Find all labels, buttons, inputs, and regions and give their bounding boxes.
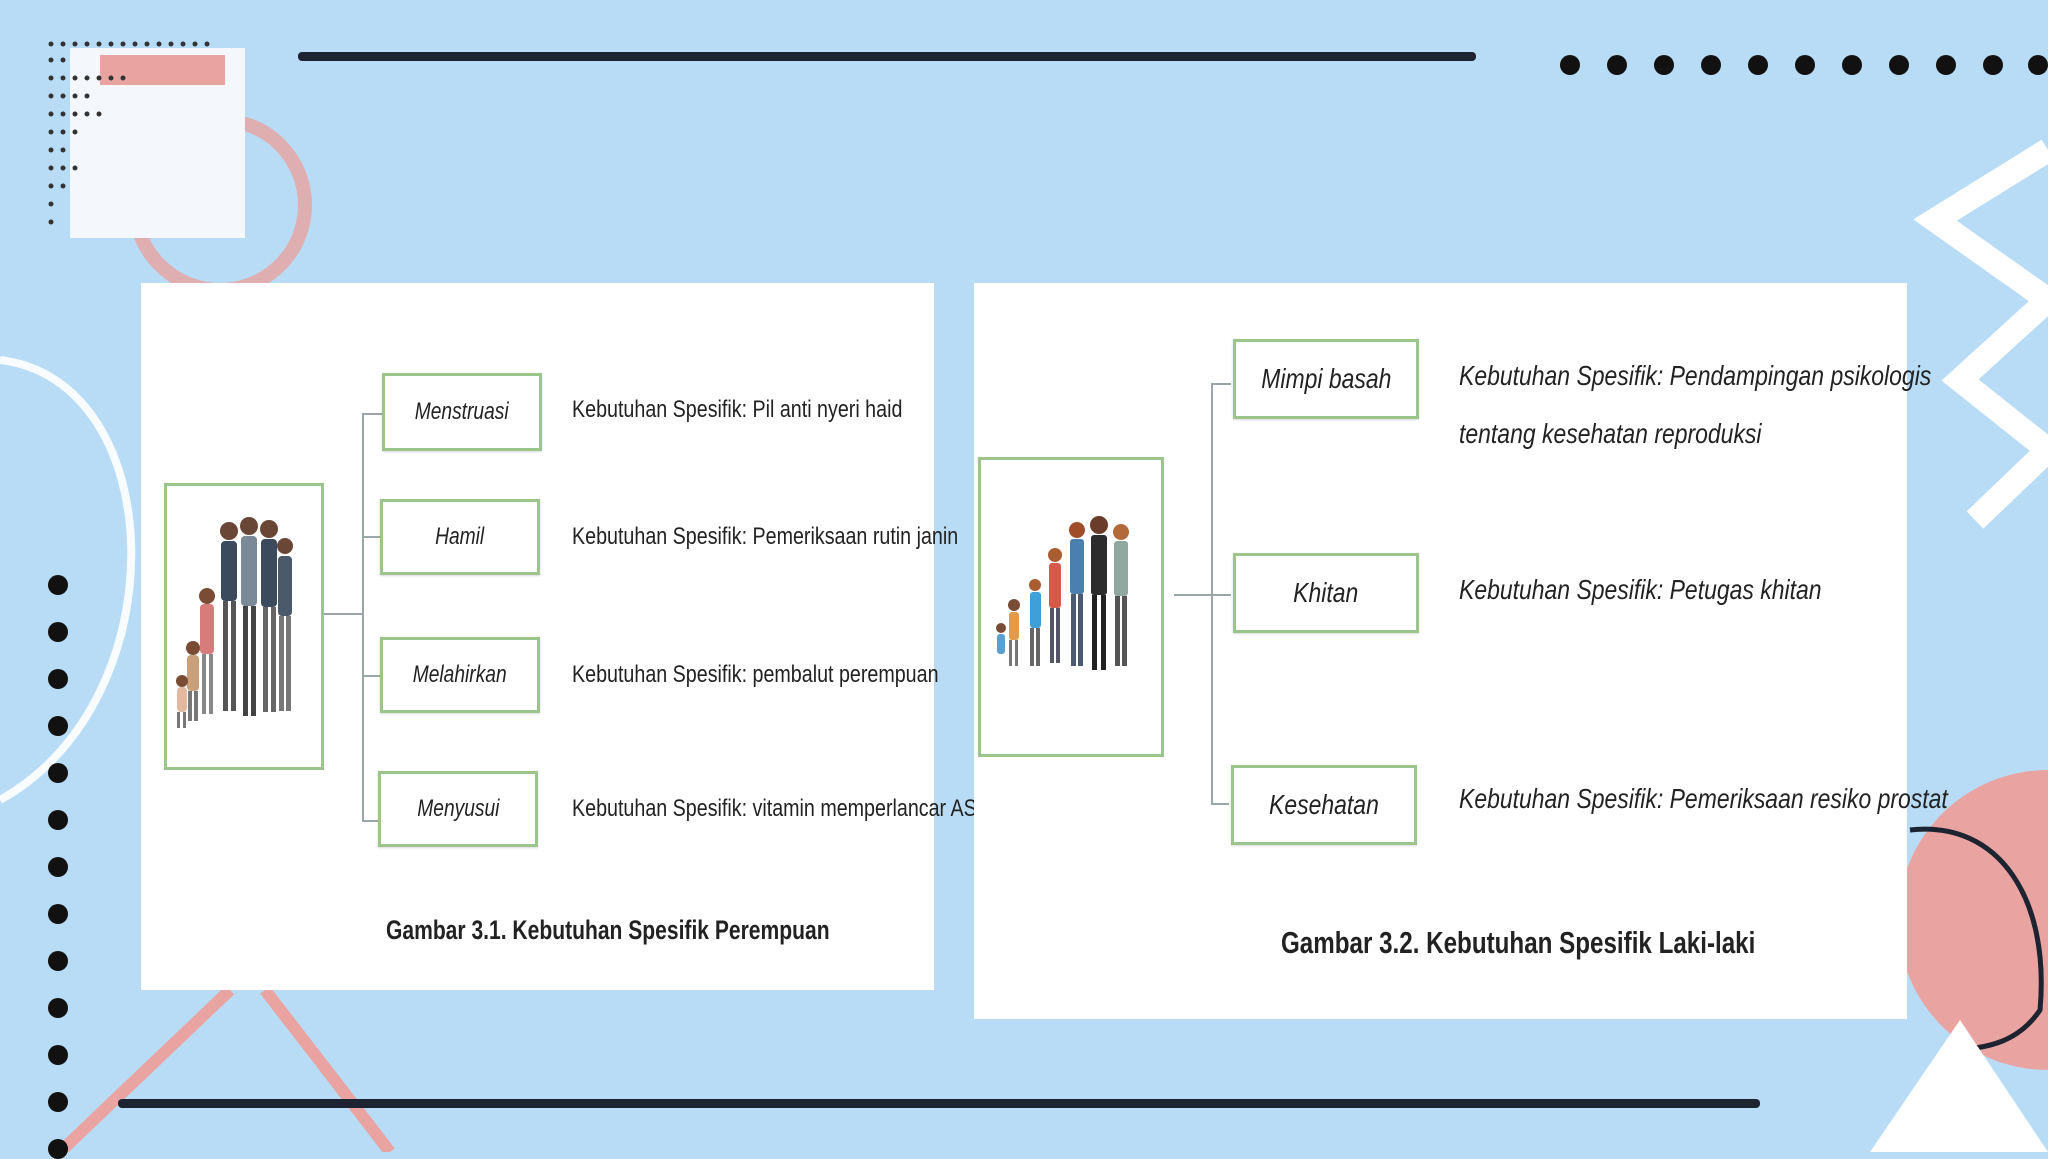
women-illustration	[164, 483, 324, 770]
node-hamil: Hamil	[380, 499, 540, 575]
desc-menyusui: Kebutuhan Spesifik: vitamin memperlancar…	[572, 795, 983, 822]
women-figures-icon	[176, 517, 293, 728]
node-label: Hamil	[435, 523, 485, 550]
connector-branch-2	[1211, 594, 1231, 596]
node-khitan: Khitan	[1233, 553, 1419, 633]
men-figures-icon	[996, 516, 1129, 670]
connector-branch-2	[362, 536, 380, 538]
desc-melahirkan: Kebutuhan Spesifik: pembalut perempuan	[572, 661, 939, 688]
desc-menstruasi: Kebutuhan Spesifik: Pil anti nyeri haid	[572, 396, 903, 423]
desc-khitan: Kebutuhan Spesifik: Petugas khitan	[1459, 574, 1822, 605]
top-right-dot-row	[1560, 55, 2048, 79]
connector-vertical	[1211, 383, 1213, 803]
node-melahirkan: Melahirkan	[380, 637, 540, 713]
left-dot-column	[48, 575, 72, 1159]
node-label: Khitan	[1293, 577, 1359, 608]
connector-branch-4	[362, 820, 378, 822]
top-decorative-line	[298, 52, 1476, 61]
node-label: Kesehatan	[1269, 789, 1379, 820]
node-menstruasi: Menstruasi	[382, 373, 542, 451]
men-illustration	[978, 457, 1164, 757]
desc-hamil: Kebutuhan Spesifik: Pemeriksaan rutin ja…	[572, 523, 959, 550]
figure-perempuan-panel: Menstruasi Hamil Melahirkan Menyusui Keb…	[141, 283, 982, 990]
node-mimpi-basah: Mimpi basah	[1233, 339, 1419, 419]
node-label: Menyusui	[416, 795, 500, 822]
desc-mimpi-basah-line2: tentang kesehatan reproduksi	[1459, 418, 1762, 449]
node-label: Mimpi basah	[1260, 363, 1392, 394]
figure-caption-laki-laki: Gambar 3.2. Kebutuhan Spesifik Laki-laki	[1281, 925, 1756, 960]
connector-branch-3	[1211, 803, 1229, 805]
figure-laki-laki-panel: Mimpi basah Khitan Kesehatan Kebutuhan S…	[974, 283, 1948, 1019]
node-kesehatan: Kesehatan	[1231, 765, 1417, 845]
connector-branch-3	[362, 675, 380, 677]
node-label: Menstruasi	[415, 398, 509, 425]
node-label: Melahirkan	[413, 661, 507, 688]
connector-trunk	[1174, 594, 1212, 596]
bottom-decorative-line	[118, 1099, 1760, 1108]
desc-mimpi-basah-line1: Kebutuhan Spesifik: Pendampingan psikolo…	[1459, 360, 1932, 391]
desc-kesehatan: Kebutuhan Spesifik: Pemeriksaan resiko p…	[1459, 783, 1948, 814]
connector-branch-1	[362, 413, 382, 415]
connector-trunk	[324, 613, 364, 615]
notepad-dots	[45, 40, 215, 240]
connector-branch-1	[1211, 383, 1231, 385]
figure-caption-perempuan: Gambar 3.1. Kebutuhan Spesifik Perempuan	[386, 915, 830, 945]
node-menyusui: Menyusui	[378, 771, 538, 847]
connector-vertical	[362, 413, 364, 821]
